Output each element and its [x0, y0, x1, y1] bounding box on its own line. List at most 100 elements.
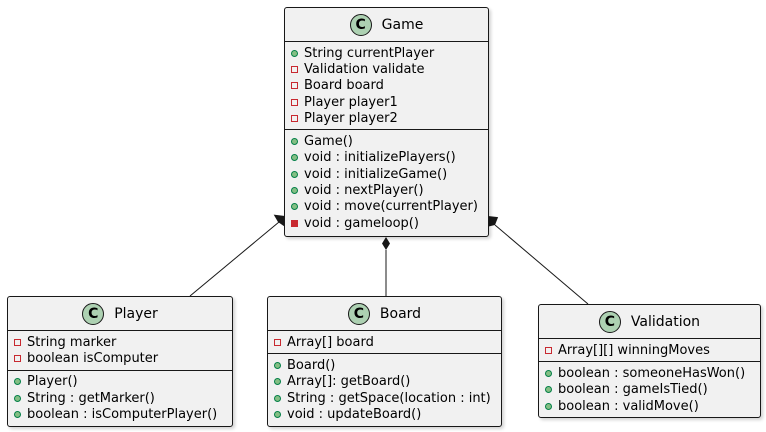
class-validation[interactable]: C Validation Array[][] winningMoves bool… [538, 304, 761, 418]
method-text: String : getSpace(location : int) [287, 390, 491, 406]
public-icon [274, 378, 281, 386]
class-board-fields: Array[] board [268, 331, 501, 353]
private-icon [291, 82, 298, 90]
field-row: String currentPlayer [285, 45, 488, 61]
field-row: Player player1 [285, 94, 488, 110]
composition-game-board [382, 237, 390, 296]
method-text: boolean : gameIsTied() [558, 382, 708, 398]
method-row: Array[]: getBoard() [268, 374, 501, 390]
field-row: Array[] board [268, 334, 501, 350]
composition-game-player [189, 214, 285, 297]
class-board-header: C Board [268, 297, 501, 331]
method-row: Board() [268, 357, 501, 373]
method-row: void : updateBoard() [268, 406, 501, 422]
method-text: Game() [304, 134, 353, 150]
composition-diamond-icon [382, 237, 390, 250]
class-player-fields: String marker boolean isComputer [8, 331, 232, 370]
public-icon [14, 378, 21, 386]
composition-diamond-icon [273, 214, 285, 227]
field-row: String marker [8, 334, 232, 350]
method-row: void : move(currentPlayer) [285, 199, 488, 215]
method-row: void : nextPlayer() [285, 182, 488, 198]
class-c-icon: C [598, 310, 621, 333]
class-c-icon: C [82, 302, 105, 325]
method-row: void : initializePlayers() [285, 150, 488, 166]
method-text: boolean : validMove() [558, 398, 699, 414]
class-game-header: C Game [285, 8, 488, 42]
class-game[interactable]: C Game String currentPlayer Validation v… [284, 7, 489, 237]
class-player-methods: Player() String : getMarker() boolean : … [8, 369, 232, 426]
public-icon [291, 187, 298, 195]
public-icon [274, 394, 281, 402]
field-text: Array[][] winningMoves [558, 342, 710, 358]
method-row: boolean : isComputerPlayer() [8, 406, 232, 422]
field-text: String currentPlayer [304, 45, 435, 61]
field-text: Player player1 [304, 94, 398, 110]
field-text: boolean isComputer [27, 350, 159, 366]
class-name: Board [379, 305, 422, 322]
class-game-methods: Game() void : initializePlayers() void :… [285, 129, 488, 234]
class-player-header: C Player [8, 297, 232, 331]
field-text: Board board [304, 78, 384, 94]
class-name: Validation [630, 313, 701, 330]
class-game-fields: String currentPlayer Validation validate… [285, 42, 488, 129]
field-row: Validation validate [285, 61, 488, 77]
field-row: Player player2 [285, 110, 488, 126]
method-text: Player() [27, 374, 78, 390]
method-row: boolean : someoneHasWon() [539, 365, 760, 381]
private-method-icon [291, 219, 298, 227]
public-icon [274, 361, 281, 369]
private-icon [545, 346, 552, 354]
method-text: void : initializePlayers() [304, 150, 456, 166]
public-icon [291, 203, 298, 211]
public-icon [291, 154, 298, 162]
class-player[interactable]: C Player String marker boolean isCompute… [7, 296, 233, 427]
method-text: void : nextPlayer() [304, 183, 424, 199]
private-icon [291, 65, 298, 73]
public-icon [545, 369, 552, 377]
class-board-methods: Board() Array[]: getBoard() String : get… [268, 353, 501, 425]
method-text: void : updateBoard() [287, 406, 422, 422]
method-row: void : gameloop() [285, 215, 488, 231]
class-validation-header: C Validation [539, 305, 760, 339]
public-icon [274, 410, 281, 418]
public-icon [291, 170, 298, 178]
method-row: boolean : gameIsTied() [539, 382, 760, 398]
method-row: Player() [8, 374, 232, 390]
field-text: Validation validate [304, 61, 425, 77]
method-row: String : getMarker() [8, 390, 232, 406]
private-icon [291, 114, 298, 122]
method-text: boolean : isComputerPlayer() [27, 406, 218, 422]
public-icon [545, 386, 552, 394]
method-row: String : getSpace(location : int) [268, 390, 501, 406]
private-icon [14, 354, 21, 362]
private-icon [14, 338, 21, 346]
method-row: Game() [285, 133, 488, 149]
method-text: void : move(currentPlayer) [304, 199, 478, 215]
method-row: void : initializeGame() [285, 166, 488, 182]
field-text: Array[] board [287, 334, 374, 350]
public-icon [291, 138, 298, 146]
method-text: void : initializeGame() [304, 166, 448, 182]
private-icon [274, 338, 281, 346]
field-row: Board board [285, 78, 488, 94]
public-icon [545, 402, 552, 410]
method-row: boolean : validMove() [539, 398, 760, 414]
class-validation-fields: Array[][] winningMoves [539, 339, 760, 361]
class-c-icon: C [349, 13, 372, 36]
class-name: Game [381, 16, 424, 33]
method-text: Array[]: getBoard() [287, 374, 411, 390]
public-icon [14, 394, 21, 402]
composition-game-validation [486, 216, 589, 305]
method-text: void : gameloop() [304, 215, 419, 231]
public-icon [291, 49, 298, 57]
class-board[interactable]: C Board Array[] board Board() Array[]: g… [267, 296, 502, 427]
field-row: Array[][] winningMoves [539, 342, 760, 358]
method-text: boolean : someoneHasWon() [558, 365, 746, 381]
method-text: String : getMarker() [27, 390, 155, 406]
field-row: boolean isComputer [8, 350, 232, 366]
class-validation-methods: boolean : someoneHasWon() boolean : game… [539, 361, 760, 417]
field-text: Player player2 [304, 110, 398, 126]
composition-diamond-icon [486, 216, 499, 227]
